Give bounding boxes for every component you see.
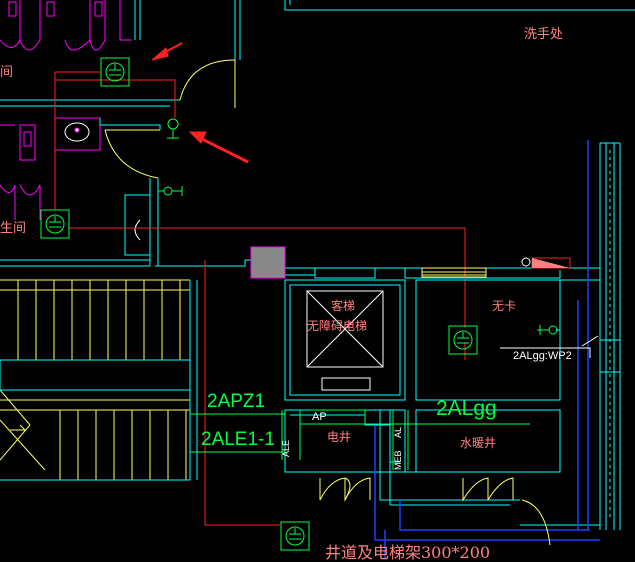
label-room-left-top: 间 — [0, 65, 14, 80]
elevator-shaft — [284, 279, 406, 401]
label-washroom: 洗手处 — [524, 27, 564, 42]
red-arrow-mid — [188, 131, 249, 164]
toilet-stalls-top — [0, 0, 132, 51]
label-panel-ale: 2ALE1-1 — [201, 429, 275, 450]
outlet-shaft[interactable] — [448, 325, 478, 355]
doors-bottom — [319, 477, 551, 546]
leader-lines — [190, 409, 530, 470]
walls-top-left — [0, 0, 635, 107]
label-vertical-al: AL — [393, 426, 403, 438]
label-elevator-top: 客梯 — [331, 299, 356, 313]
structural-column — [250, 246, 286, 279]
outlet-bottom[interactable] — [280, 521, 310, 551]
vent-grille — [421, 267, 487, 278]
red-arrow-top — [151, 42, 183, 61]
wiring — [54, 71, 466, 526]
switch-mid[interactable] — [158, 186, 183, 196]
label-electric-well: 电井 — [327, 430, 352, 444]
staircase — [0, 279, 190, 480]
label-panel-algg: 2ALgg — [436, 397, 497, 420]
elevator-car — [306, 290, 384, 391]
label-circuit-right: 2ALgg:WP2 — [513, 350, 572, 362]
outlet-left[interactable] — [40, 209, 70, 239]
cable-tray — [374, 140, 600, 558]
outlet-top[interactable] — [100, 57, 130, 87]
label-small-ap: AP — [312, 411, 327, 423]
label-bottom: 井道及电梯架300*200 — [325, 543, 491, 562]
stair-walls — [0, 280, 198, 481]
label-panel-apz: 2APZ1 — [207, 391, 266, 412]
corner-fixture — [521, 257, 571, 269]
circuit-leader — [500, 335, 599, 358]
label-elevator-sub: 无障碍电梯 — [307, 319, 368, 333]
label-vertical-ale: ALE — [281, 439, 291, 457]
switch-top[interactable] — [167, 118, 179, 139]
label-water-well: 水暖井 — [460, 436, 497, 450]
label-shaft-right: 无卡 — [492, 299, 517, 313]
label-vertical-meb: MEB — [393, 450, 403, 470]
right-corridor — [520, 142, 621, 530]
label-room-left-mid: 生间 — [0, 221, 27, 236]
